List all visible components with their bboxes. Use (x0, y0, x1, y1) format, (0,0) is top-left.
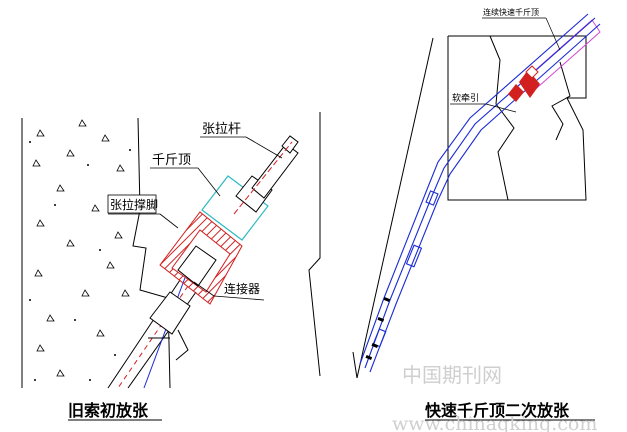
guide-label: 软牵引 (452, 92, 479, 104)
cable-clamps (365, 296, 391, 360)
connector (149, 245, 217, 335)
wall-outline (308, 35, 587, 379)
right-caption: 快速千斤顶二次放张 (425, 401, 570, 420)
jack-label: 千斤顶 (152, 153, 191, 168)
aggregate-marks (32, 119, 130, 377)
tension-support-label-box (107, 194, 157, 214)
connector-label: 连接器 (224, 281, 260, 296)
left-caption: 旧索初放张 (68, 401, 149, 420)
tension-rod-label: 张拉杆 (202, 122, 241, 137)
concrete-wall (21, 117, 171, 389)
old-cable (107, 274, 197, 389)
left-leaders (108, 136, 283, 301)
tension-rod (233, 135, 299, 215)
tension-support-label: 张拉撑脚 (110, 197, 158, 212)
watermark-cn: 中国期刊网 (402, 363, 502, 387)
watermark-url: www.chinaqking.com (392, 413, 597, 432)
left-figure: 张拉杆 千斤顶 张拉撑脚 连接器 旧索初放张 (21, 117, 299, 421)
right-leaders (450, 17, 561, 113)
through-jack (508, 65, 540, 102)
through-jack-label: 连续快速千斤顶 (483, 7, 539, 17)
right-figure: 连续快速千斤顶 软牵引 快速千斤顶二次放张 (308, 7, 601, 421)
aggregate-dots (29, 141, 131, 381)
new-cable (359, 13, 601, 373)
